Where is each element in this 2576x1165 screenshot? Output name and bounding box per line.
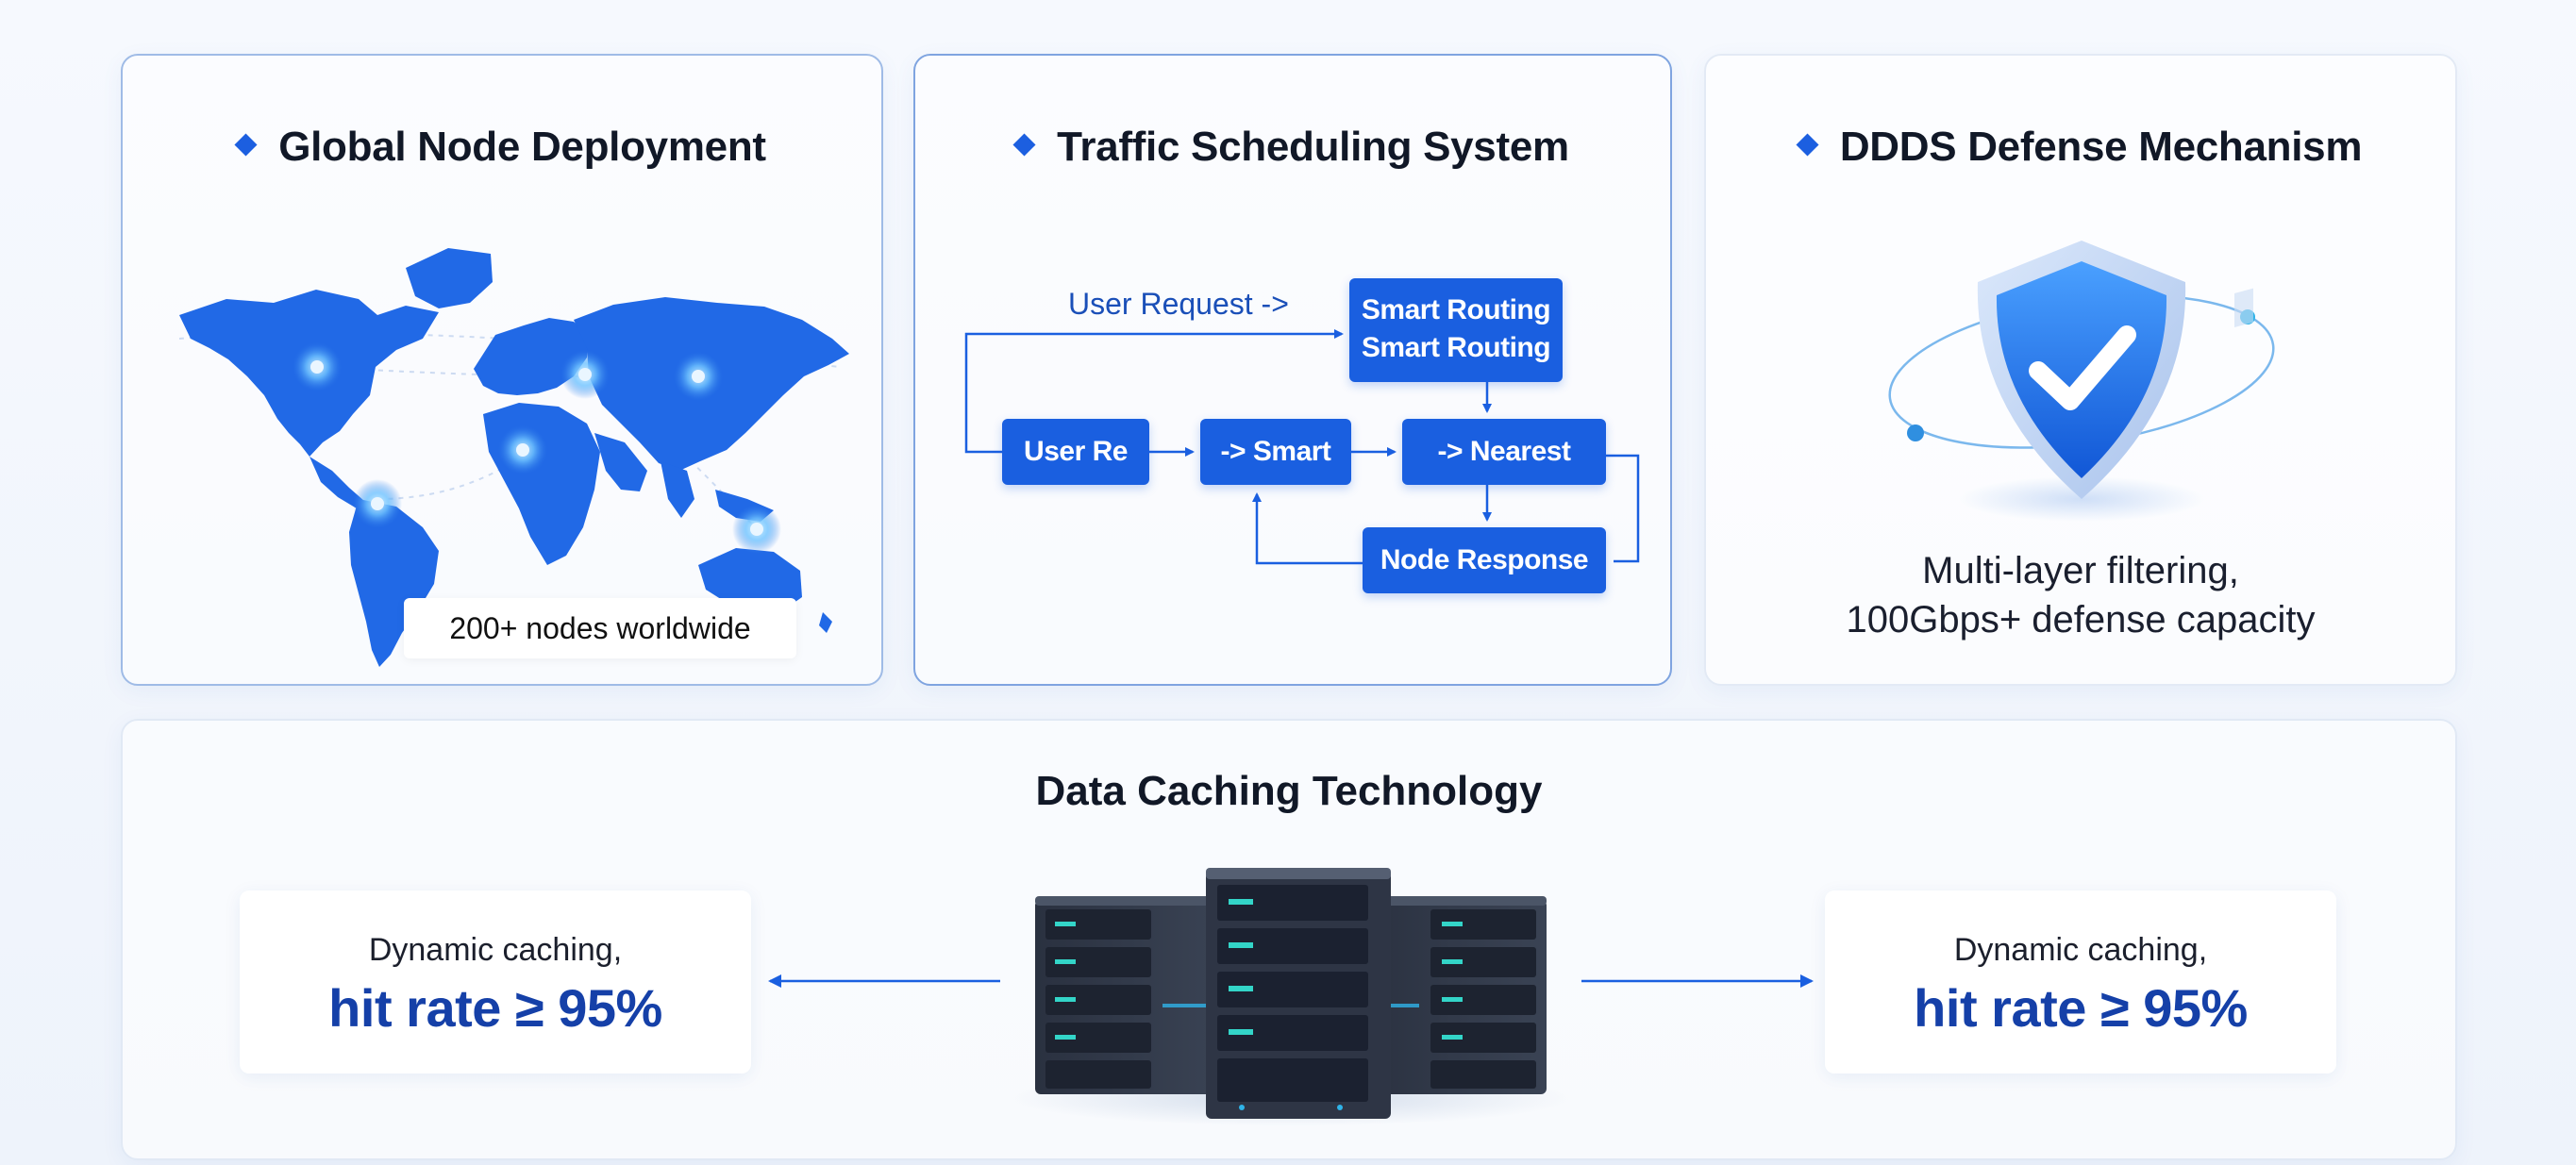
flow-arrows	[964, 329, 1640, 565]
location-marker-icon	[674, 352, 723, 401]
server-rack-icon	[1362, 896, 1547, 1094]
user-re-box: User Re	[1002, 419, 1149, 485]
location-markers	[293, 342, 781, 554]
hit-rate-card-left: Dynamic caching, hit rate ≥ 95%	[240, 890, 751, 1073]
smart-routing-box: Smart Routing Smart Routing	[1349, 278, 1563, 382]
global-node-deployment-panel: Global Node Deployment	[121, 54, 883, 686]
nodes-count-label: 200+ nodes worldwide	[404, 598, 796, 658]
ddos-defense-title: DDDS Defense Mechanism	[1706, 124, 2455, 171]
location-marker-icon	[498, 425, 547, 474]
hit-rate-left-line1: Dynamic caching,	[368, 932, 623, 968]
ddos-line1: Multi-layer filtering,	[1922, 550, 2239, 591]
hit-rate-right-line2: hit rate ≥ 95%	[1914, 978, 2248, 1038]
traffic-scheduling-panel: Traffic Scheduling System User Request -…	[913, 54, 1672, 686]
smart-routing-line2: Smart Routing	[1361, 332, 1551, 363]
hit-rate-card-right: Dynamic caching, hit rate ≥ 95%	[1825, 890, 2336, 1073]
ddos-line2: 100Gbps+ defense capacity	[1846, 599, 2316, 641]
server-rack-icon	[1206, 868, 1391, 1119]
world-map-icon	[178, 248, 849, 667]
nearest-box: -> Nearest	[1402, 419, 1606, 485]
smart-box: -> Smart	[1200, 419, 1351, 485]
node-response-box: Node Response	[1363, 527, 1606, 593]
data-caching-title: Data Caching Technology	[1035, 768, 1543, 814]
shield-check-icon	[1888, 241, 2275, 522]
hit-rate-right-line1: Dynamic caching,	[1953, 932, 2208, 968]
server-rack-icon	[1035, 896, 1220, 1094]
user-request-label: User Request ->	[1068, 287, 1289, 321]
global-node-title: Global Node Deployment	[123, 124, 881, 171]
ddos-description: Multi-layer filtering, 100Gbps+ defense …	[1706, 546, 2455, 644]
smart-routing-line1: Smart Routing	[1361, 294, 1551, 325]
location-marker-icon	[353, 479, 402, 528]
ddos-defense-panel: DDDS Defense Mechanism	[1704, 54, 2457, 686]
location-marker-icon	[732, 505, 781, 554]
data-caching-panel: Data Caching Technology	[121, 719, 2457, 1160]
traffic-scheduling-title: Traffic Scheduling System	[915, 124, 1670, 171]
hit-rate-left-line2: hit rate ≥ 95%	[328, 978, 662, 1038]
location-marker-icon	[293, 342, 342, 391]
location-marker-icon	[560, 350, 610, 399]
cache-illustration	[768, 868, 1814, 1126]
